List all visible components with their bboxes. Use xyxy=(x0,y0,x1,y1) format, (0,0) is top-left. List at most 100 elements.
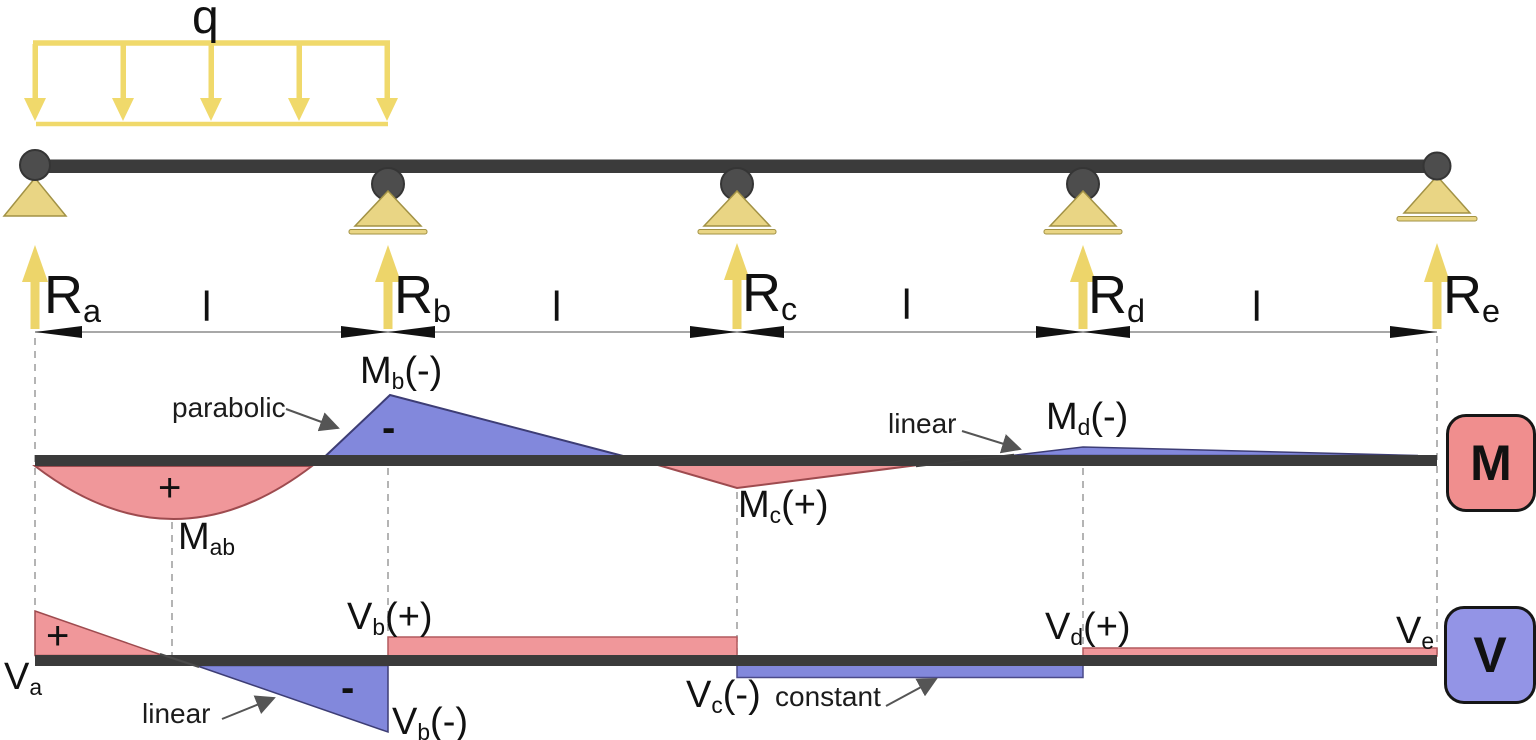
reaction-symbol: R xyxy=(44,265,83,325)
span-length-text: l xyxy=(902,281,912,328)
reaction-arrow-d xyxy=(1070,245,1096,329)
shear-symbol: V xyxy=(4,656,30,698)
span-length-label-3: l xyxy=(902,284,911,326)
moment-diagram xyxy=(32,393,1437,520)
projection-dashed-lines xyxy=(34,336,1438,657)
support-triangle xyxy=(2,176,68,217)
label-shear-d-pos: Vd(+) xyxy=(1045,606,1131,649)
support-b-roller xyxy=(348,167,428,235)
support-triangle xyxy=(1048,189,1118,227)
shear-negative-span1 xyxy=(195,664,389,734)
load-arrows xyxy=(24,44,398,121)
dimension-arrowhead xyxy=(1083,326,1130,338)
shear-sign-suffix: (-) xyxy=(722,674,761,716)
annotation-arrow-linear-m xyxy=(961,430,1022,454)
shear-diagram-badge: V xyxy=(1444,606,1536,704)
annotation-arrows xyxy=(221,408,1022,720)
shear-diagram xyxy=(34,609,1438,734)
support-e-roller xyxy=(1396,151,1478,222)
moment-sign-suffix: (-) xyxy=(404,350,443,392)
moment-sign-suffix: (-) xyxy=(1090,396,1129,438)
moment-baseline xyxy=(35,455,1437,466)
shear-symbol: V xyxy=(686,674,712,716)
label-reaction-b: Rb xyxy=(394,265,451,327)
load-arrow xyxy=(112,44,134,121)
moment-zero-crossing-line xyxy=(915,453,1015,468)
span-length-text: l xyxy=(1252,283,1262,330)
shear-sign-suffix: (+) xyxy=(1083,606,1131,648)
reaction-arrow-b xyxy=(375,245,401,329)
load-arrow xyxy=(200,44,222,121)
reaction-symbol: R xyxy=(1088,265,1127,325)
reaction-arrow-c xyxy=(724,243,750,329)
load-arrow xyxy=(376,44,398,121)
load-label-text: q xyxy=(192,0,219,44)
annotation-text: parabolic xyxy=(172,392,286,423)
support-triangle xyxy=(353,189,423,227)
badge-letter: M xyxy=(1470,435,1512,491)
label-shear-e: Ve xyxy=(1396,610,1434,653)
dimension-arrowhead xyxy=(388,326,435,338)
span-length-text: l xyxy=(552,283,562,330)
pin-circle xyxy=(19,149,51,181)
reaction-subscript: b xyxy=(433,293,452,330)
label-reaction-a: Ra xyxy=(44,265,101,327)
dimension-line-group xyxy=(35,326,1437,338)
moment-subscript: d xyxy=(1077,414,1091,441)
dimension-arrowhead xyxy=(35,326,82,338)
distributed-load xyxy=(24,40,398,127)
shear-subscript: b xyxy=(417,719,431,740)
moment-negative-d xyxy=(1011,446,1419,457)
shear-sign-suffix: (-) xyxy=(430,701,469,740)
span-length-text: l xyxy=(202,283,212,330)
shear-sign-suffix: (+) xyxy=(385,596,433,638)
support-triangle xyxy=(1402,174,1472,214)
annotation-parabolic: parabolic xyxy=(172,394,286,422)
load-label: q xyxy=(192,0,219,42)
label-moment-ab: Mab xyxy=(178,518,235,559)
shear-symbol: V xyxy=(392,701,418,740)
annotation-text: linear xyxy=(888,408,957,439)
shear-subscript: b xyxy=(372,614,386,641)
shear-subscript: a xyxy=(29,674,43,701)
moment-subscript: ab xyxy=(209,534,236,561)
dimension-arrowhead xyxy=(737,326,784,338)
support-a-pin xyxy=(2,149,68,217)
reaction-arrows xyxy=(22,243,1450,329)
pin-circle xyxy=(1422,151,1452,181)
support-triangle xyxy=(702,189,772,227)
shear-positive-bc xyxy=(387,636,738,657)
label-moment-c: Mc(+) xyxy=(738,484,829,527)
label-shear-a: Va xyxy=(4,656,42,699)
reaction-symbol: R xyxy=(394,265,433,325)
shear-symbol: V xyxy=(1396,610,1422,652)
moment-symbol: M xyxy=(738,484,770,526)
label-reaction-e: Re xyxy=(1443,268,1500,327)
roller-line xyxy=(348,229,428,235)
reaction-subscript: c xyxy=(781,291,798,328)
moment-subscript: b xyxy=(391,368,405,395)
dimension-arrowhead xyxy=(341,326,388,338)
annotation-linear-shear: linear xyxy=(142,700,210,728)
shear-positive-sign: + xyxy=(46,616,69,656)
annotation-text: constant xyxy=(775,681,881,712)
moment-positive-span1 xyxy=(32,465,315,520)
annotation-arrow-linear-v xyxy=(221,695,276,720)
moment-diagram-badge: M xyxy=(1446,414,1536,512)
annotation-constant: constant xyxy=(775,683,881,711)
annotation-arrow-constant xyxy=(885,678,938,707)
label-moment-b: Mb(-) xyxy=(360,350,443,393)
supports xyxy=(2,149,1478,235)
annotation-linear-moment: linear xyxy=(888,410,956,438)
dimension-arrowhead xyxy=(1390,326,1437,338)
annotation-arrow-parabolic xyxy=(285,408,340,432)
dimension-arrowheads xyxy=(35,326,1437,338)
label-shear-c-neg: Vc(-) xyxy=(686,674,761,717)
moment-sign-suffix: (+) xyxy=(781,484,829,526)
reaction-arrow-a xyxy=(22,245,48,329)
moment-negative-b xyxy=(322,393,626,458)
span-length-label-4: l xyxy=(1252,286,1261,328)
sign-text: + xyxy=(46,614,70,658)
